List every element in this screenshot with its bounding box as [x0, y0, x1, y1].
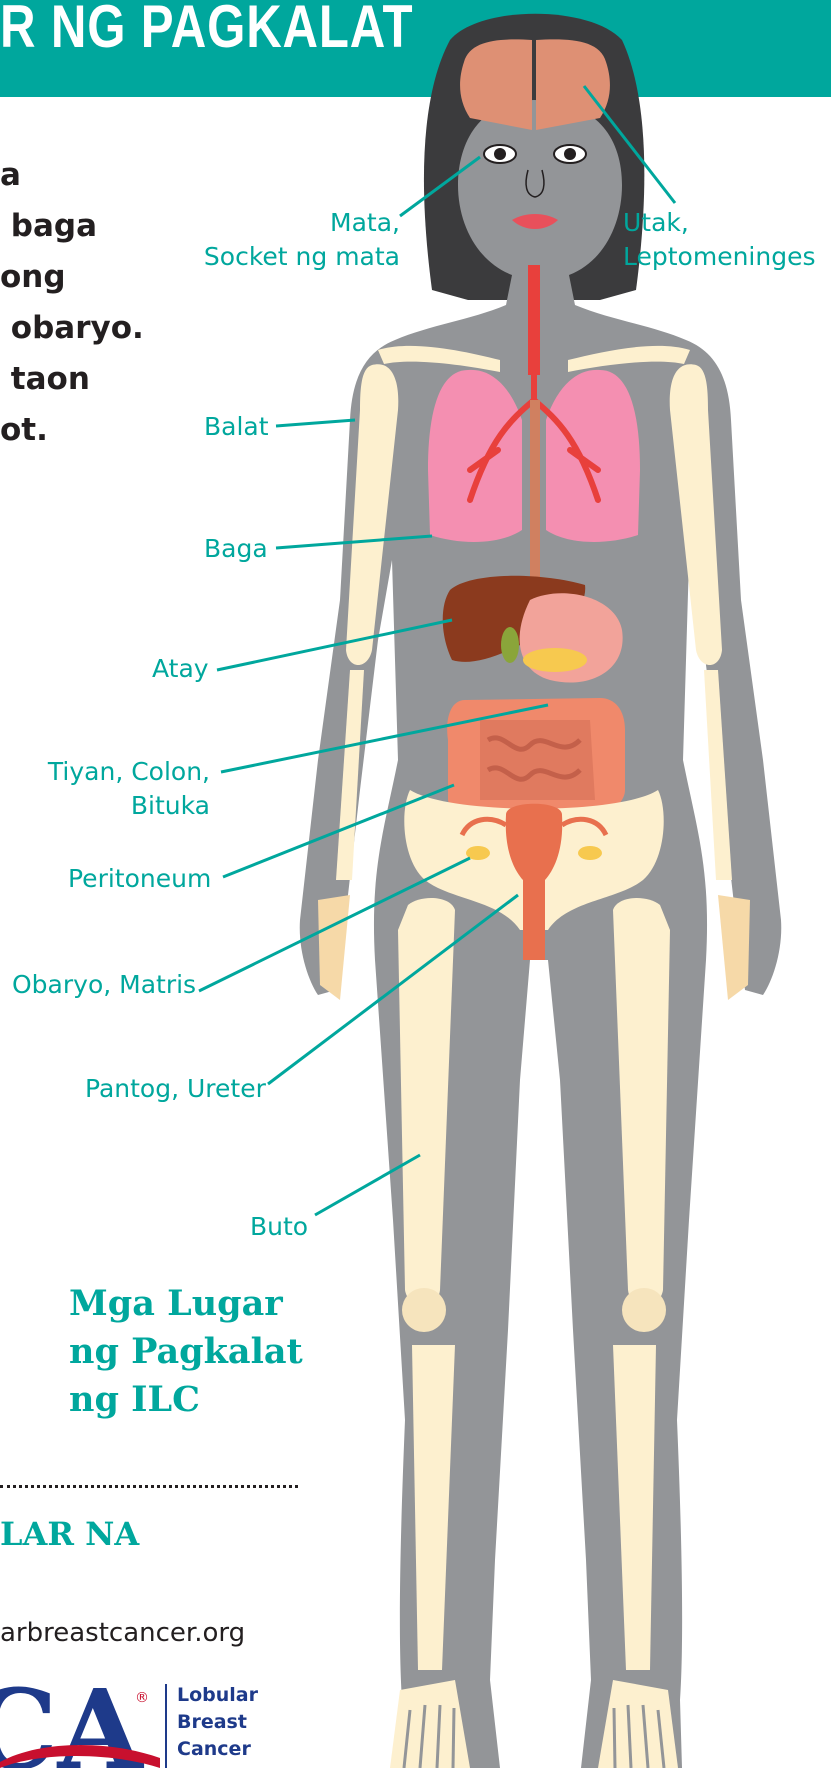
label-pantog: Pantog, Ureter [85, 1072, 266, 1106]
label-mata-line-2: Socket ng mata [200, 240, 400, 274]
hand-left [318, 895, 350, 1000]
label-tiyan-line-1: Tiyan, Colon, [20, 755, 210, 789]
ovary-right [578, 846, 602, 860]
label-utak-line-1: Utak, [623, 206, 815, 240]
label-peritoneum: Peritoneum [68, 862, 211, 896]
dotted-divider [0, 1485, 298, 1488]
leader-balat [276, 420, 355, 426]
label-utak-line-2: Leptomeninges [623, 240, 815, 274]
logo-text-line-3: Cancer [177, 1736, 258, 1763]
label-obaryo: Obaryo, Matris [12, 968, 196, 1002]
label-tiyan-line-2: Bituka [20, 789, 210, 823]
logo-text: Lobular Breast Cancer [177, 1682, 258, 1763]
logo-text-line-2: Breast [177, 1709, 258, 1736]
website-url[interactable]: arbreastcancer.org [0, 1618, 245, 1648]
label-balat: Balat [204, 410, 269, 444]
label-baga: Baga [204, 532, 268, 566]
brain [460, 39, 532, 130]
label-mata-line-1: Mata, [200, 206, 400, 240]
label-buto: Buto [250, 1210, 308, 1244]
gallbladder [501, 627, 519, 663]
sites-title: Mga Lugar ng Pagkalat ng ILC [69, 1280, 303, 1424]
kneecap-left [402, 1288, 446, 1332]
label-atay: Atay [152, 652, 209, 686]
logo-text-line-1: Lobular [177, 1682, 258, 1709]
hand-right [718, 895, 750, 1000]
lung-right [546, 370, 640, 542]
label-mata: Mata, Socket ng mata [200, 206, 400, 274]
logo-registered: ® [135, 1690, 149, 1706]
label-tiyan: Tiyan, Colon, Bituka [20, 755, 210, 823]
lung-left [428, 370, 522, 542]
sites-title-line-1: Mga Lugar [69, 1280, 303, 1328]
kneecap-right [622, 1288, 666, 1332]
section-heading: LAR NA [0, 1515, 139, 1553]
small-intestine [480, 720, 595, 800]
sites-title-line-3: ng ILC [69, 1376, 303, 1424]
label-utak: Utak, Leptomeninges [623, 206, 815, 274]
brain-right [536, 39, 610, 130]
sites-title-line-2: ng Pagkalat [69, 1328, 303, 1376]
pancreas [523, 648, 587, 672]
